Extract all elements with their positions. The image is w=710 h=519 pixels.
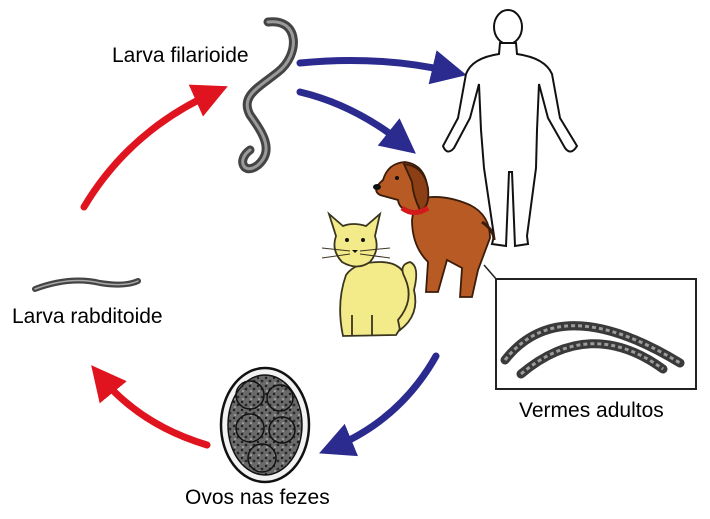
- arrow-larva-to-host: [296, 88, 416, 154]
- arrow-rhabditoid-to-filarioid: [80, 84, 228, 211]
- human-silhouette-icon: [441, 9, 579, 248]
- label-rhabditoid-larva: Larva rabditoide: [12, 305, 163, 328]
- adult-worms-panel: [495, 278, 697, 390]
- filarioid-larva-icon: [238, 17, 298, 174]
- worm-pointer-line: [483, 264, 498, 281]
- arrow-larva-to-human: [296, 50, 467, 85]
- label-adult-worms: Vermes adultos: [519, 399, 664, 422]
- arrow-host-to-eggs: [319, 352, 440, 457]
- adult-worms-icon: [500, 321, 685, 379]
- rhabditoid-larva-icon: [32, 277, 141, 292]
- label-eggs-in-feces: Ovos nas fezes: [185, 486, 330, 509]
- arrow-eggs-to-rhabditoid: [91, 365, 211, 449]
- cat-icon: [321, 211, 418, 337]
- label-filarioid-larva: Larva filarioide: [112, 44, 249, 67]
- egg-icon: [219, 366, 311, 484]
- dog-icon: [373, 161, 496, 298]
